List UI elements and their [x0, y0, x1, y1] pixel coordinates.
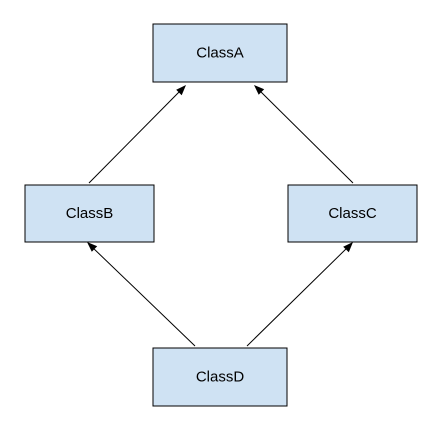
node-classd-label: ClassD: [196, 369, 245, 386]
edge-classc-to-classa: [254, 85, 354, 184]
node-classb: ClassB: [24, 184, 155, 243]
node-classb-label: ClassB: [66, 205, 114, 222]
node-classd: ClassD: [152, 347, 288, 407]
node-classc: ClassC: [287, 184, 418, 243]
node-classa-label: ClassA: [196, 45, 244, 62]
edge-classb-to-classa: [88, 85, 186, 184]
node-classa: ClassA: [152, 23, 288, 83]
edge-classd-to-classb: [87, 242, 196, 347]
edge-classd-to-classc: [246, 242, 353, 347]
node-classc-label: ClassC: [328, 205, 377, 222]
